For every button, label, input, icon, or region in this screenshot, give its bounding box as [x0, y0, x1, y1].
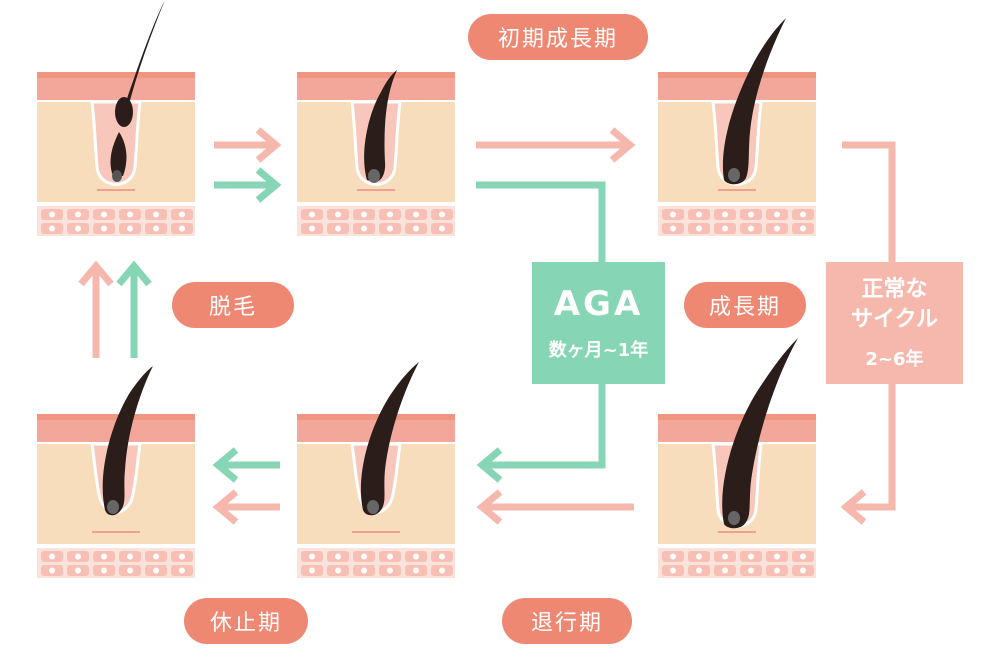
arrow-pink-resting-to-shed: [78, 260, 114, 358]
panel-resting: [36, 366, 196, 579]
panel-growth: [657, 18, 817, 237]
aga-duration: 数ヶ月~1年: [548, 340, 649, 361]
arrow-pink-normal-path: [840, 141, 896, 525]
arrow-green-resting-to-shed: [116, 260, 152, 358]
normal-cycle-line1: 正常な: [861, 277, 928, 302]
panel-early-growth: [296, 70, 456, 237]
label-growth: 成長期: [684, 282, 806, 328]
label-shedding: 脱毛: [172, 282, 294, 328]
arrow-green-shed-to-early: [214, 167, 282, 203]
aga-box: AGA 数ヶ月~1年: [532, 262, 665, 384]
label-early-growth: 初期成長期: [468, 14, 648, 60]
label-regression: 退行期: [502, 598, 632, 644]
normal-cycle-duration: 2~6年: [865, 349, 924, 370]
panel-shedding: [36, 0, 196, 237]
arrow-green-aga-path: [476, 181, 606, 483]
normal-cycle-line2: サイクル: [851, 307, 938, 332]
arrow-pink-early-to-growth: [476, 127, 636, 163]
panel-growth-bottom: [657, 338, 817, 579]
aga-title: AGA: [553, 284, 644, 324]
arrow-pink-shed-to-early: [214, 127, 282, 163]
arrow-green-regression-to-resting: [212, 447, 280, 483]
arrow-pink-growth-to-regression: [476, 489, 634, 525]
label-resting: 休止期: [184, 598, 308, 644]
normal-cycle-box: 正常な サイクル 2~6年: [826, 262, 963, 384]
arrow-pink-regression-to-resting: [212, 489, 280, 525]
panel-regression: [296, 362, 456, 579]
